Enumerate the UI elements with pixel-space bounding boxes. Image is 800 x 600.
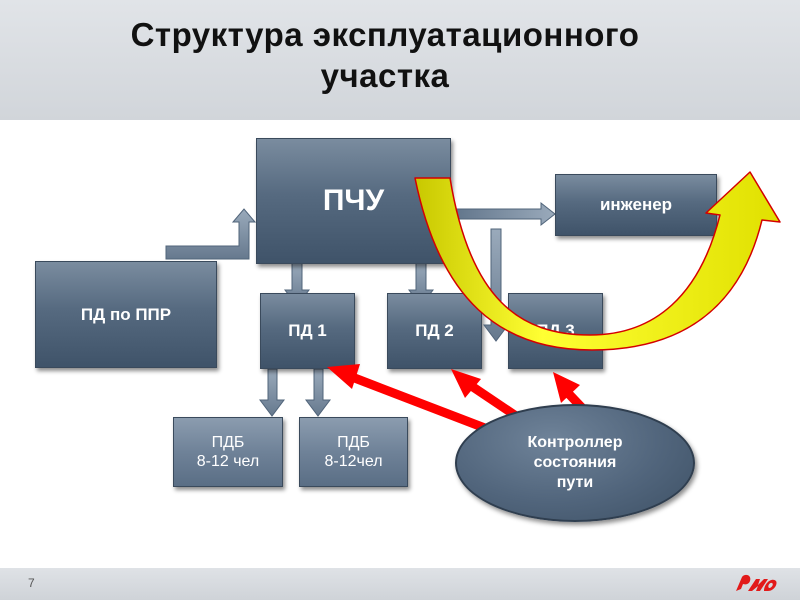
pdb2-label-line-1: ПДБ [337,434,370,451]
controller-ellipse: Контроллер состояния пути [455,404,695,522]
controller-label-line-2: состояния [533,454,617,471]
slide-footer: 7 [0,568,800,600]
controller-label-line-3: пути [556,474,594,491]
page-number: 7 [28,576,35,590]
pchu-label: ПЧУ [322,184,385,217]
pd3-label: ПД 3 [536,321,575,340]
pd2-label: ПД 2 [415,321,454,340]
slide-header: Структура эксплуатационного участка [0,0,800,120]
pd-ppr-box: ПД по ППР [35,261,217,368]
pchu-box: ПЧУ [256,138,451,264]
pdb1-box: ПДБ 8-12 чел [173,417,283,487]
engineer-box: инженер [555,174,717,236]
arrow-pdppr-to-pchu [165,208,257,260]
engineer-label: инженер [599,195,673,214]
pd1-label: ПД 1 [288,321,327,340]
rzd-logo-icon [736,574,777,591]
arrow-pchu-to-engineer [449,201,556,227]
pd3-box: ПД 3 [508,293,603,369]
arrow-pd1-to-pdb2 [305,368,331,417]
pd1-box: ПД 1 [260,293,355,369]
pdb1-label-line-1: ПДБ [211,434,245,451]
slide-title-line-2: участка [320,57,450,94]
slide-title: Структура эксплуатационного участка [0,14,770,96]
pdb2-box: ПДБ 8-12чел [299,417,408,487]
arrow-pd1-to-pdb1 [259,368,285,417]
controller-label-line-1: Контроллер [527,434,623,451]
pdb1-label-line-2: 8-12 чел [196,453,260,470]
pdb2-label-line-2: 8-12чел [324,453,383,470]
slide-title-line-1: Структура эксплуатационного [130,16,640,53]
pd2-box: ПД 2 [387,293,482,369]
pd-ppr-label: ПД по ППР [80,304,172,324]
